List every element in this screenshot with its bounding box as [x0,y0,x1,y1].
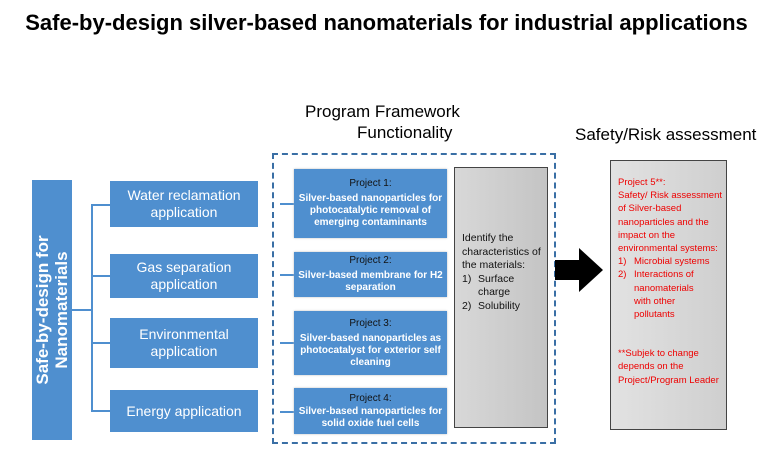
framework-header-line1: Program Framework [305,102,460,121]
root-line1: Safe-by-design for [33,235,52,385]
connector [91,204,110,206]
safety-title: Project 5**: [618,177,666,188]
connector [91,410,110,412]
right-arrow-icon [555,248,603,292]
connector [91,342,110,344]
item-number: 2) [462,299,472,312]
app-gas: Gas separation application [110,254,258,298]
item-text: Surface charge [478,272,515,299]
characteristics-intro: Identify the characteristics of the mate… [462,232,541,271]
item-number: 1) [618,256,627,268]
diagram-title: Safe-by-design silver-based nanomaterial… [25,10,748,35]
project-title: Project 3: [349,317,392,329]
list-item: 1) Microbial systems [618,255,722,268]
connector [280,274,294,276]
app-energy: Energy application [110,390,258,432]
item-text: Microbial systems [634,256,710,268]
project-desc: Silver-based membrane for H2 separation [298,270,443,293]
project-title: Project 1: [349,178,392,189]
safety-box: Project 5**: Safety/ Risk assessment of … [610,160,727,430]
project-3: Project 3: Silver-based nanoparticles as … [294,311,447,375]
connector [280,203,294,205]
list-item: 2) Solubility [462,300,541,314]
framework-boundary [272,153,556,444]
item-number: 1) [462,272,472,285]
item-number: 2) [618,269,627,281]
connector [91,204,93,412]
project-desc: Silver-based nanoparticles as photocatal… [299,332,442,368]
project-title: Project 4: [349,392,392,404]
root-line2: Nanomaterials [52,251,71,369]
list-item: 1) Surface charge [462,273,541,300]
app-environmental: Environmental application [110,318,258,368]
project-4: Project 4:Silver-based nanoparticles for… [294,388,447,434]
connector [280,342,294,344]
list-item: 2) Interactions of nanomaterials with oth… [618,268,722,321]
project-2: Project 2: Silver-based membrane for H2 s… [294,252,447,297]
project-desc: Silver-based nanoparticles for photocata… [298,193,443,228]
connector [72,309,92,311]
connector [91,275,110,277]
project-1: Project 1: Silver-based nanoparticles for… [294,169,447,238]
project-title: Project 2: [349,255,392,266]
project-desc: Silver-based nanoparticles for solid oxi… [298,405,443,429]
framework-header-line2: Functionality [357,123,453,142]
item-text: Solubility [478,299,521,312]
safety-note: **Subjek to change depends on the Projec… [618,348,719,386]
characteristics-box: Identify the characteristics of the mate… [454,167,548,428]
safety-header: Safety/Risk assessment [575,125,757,144]
connector [280,411,294,413]
app-water: Water reclamation application [110,181,258,227]
item-text: Interactions of nanomaterials with other… [634,269,694,321]
safety-desc: Safety/ Risk assessment of Silver-based … [618,190,723,255]
